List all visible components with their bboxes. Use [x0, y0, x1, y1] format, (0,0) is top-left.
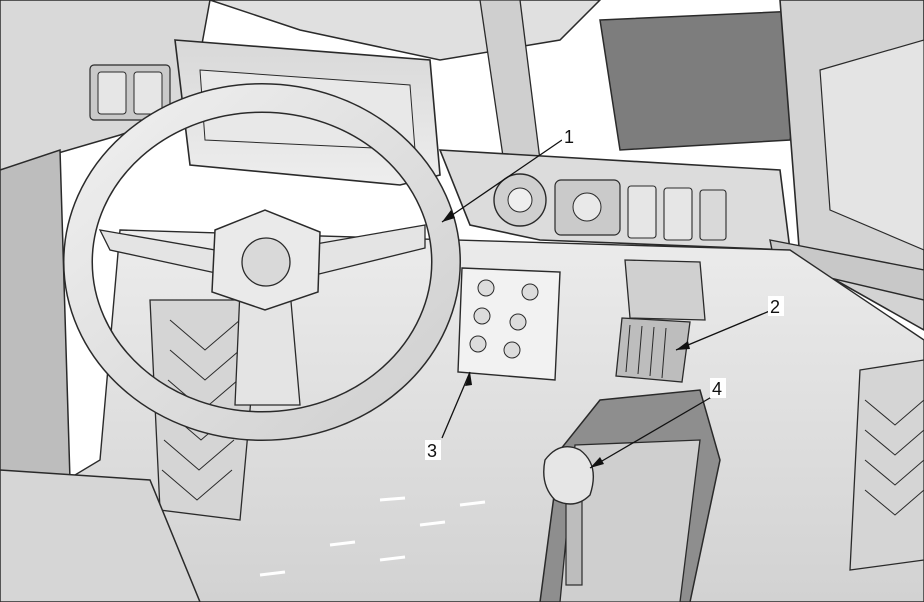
callout-2-leader	[675, 309, 773, 351]
callout-4-label: 4	[712, 379, 722, 399]
accelerator-pedal	[615, 259, 706, 383]
callout-4-bg	[710, 378, 726, 398]
right-seat-cushion	[819, 39, 924, 251]
lower-left-panel	[0, 469, 201, 602]
wheel-center-cap	[241, 237, 291, 287]
left-door-panel	[0, 148, 71, 521]
callout-1-label: 1	[564, 127, 574, 147]
floor-tread-right	[864, 399, 924, 516]
floor-markings	[259, 496, 486, 577]
gear-selector-lever	[543, 446, 594, 586]
right-footwell	[849, 359, 924, 571]
console-top	[559, 439, 701, 602]
callout-1-bg	[562, 126, 578, 146]
steering-wheel	[63, 83, 461, 441]
ignition-key	[493, 173, 547, 227]
callout-1-leader	[441, 139, 563, 223]
callout-2-bg	[768, 296, 784, 316]
callout-2-label: 2	[770, 297, 780, 317]
callout-3-arrowhead	[465, 372, 472, 386]
callout-3-leader	[441, 371, 471, 439]
callout-1-arrowhead	[442, 210, 455, 222]
brake-pedal	[457, 267, 561, 381]
center-switch-panel	[554, 179, 727, 241]
callout-2-arrowhead	[676, 341, 690, 350]
left-switch-panel	[89, 64, 171, 121]
callout-3-bg	[425, 440, 441, 460]
callout-3-label: 3	[427, 441, 437, 461]
callout-4-leader	[589, 394, 716, 469]
callout-4-arrowhead	[590, 457, 604, 468]
